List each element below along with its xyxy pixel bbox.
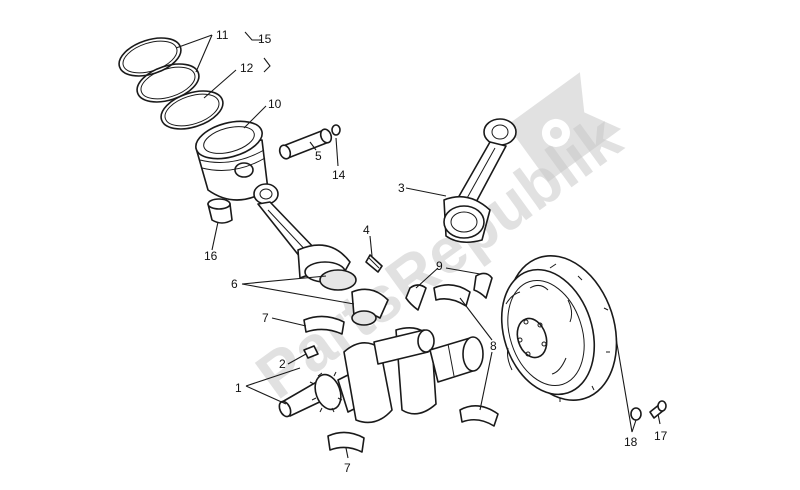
- piston: [195, 120, 269, 201]
- callout-10: 10: [268, 97, 282, 111]
- callout-15: 15: [258, 32, 272, 46]
- main-bearing-shell-lower: [327, 431, 365, 453]
- flywheel-washer: [630, 407, 642, 421]
- callout-3: 3: [398, 181, 405, 195]
- callout-5: 5: [315, 149, 322, 163]
- callout-9: 9: [436, 259, 443, 273]
- callout-17: 17: [654, 429, 668, 443]
- connecting-rod-left: [253, 183, 357, 291]
- callout-7-lower: 7: [344, 461, 351, 475]
- callout-12: 12: [240, 61, 254, 75]
- callout-labels: 11 15 12 10 5 14 3 16 4 6 7 9 8 2 1 7 18…: [204, 28, 668, 475]
- woodruff-key: [303, 345, 319, 359]
- callout-6: 6: [231, 277, 238, 291]
- callout-11: 11: [216, 28, 229, 42]
- piston-pin: [278, 128, 333, 160]
- crankshaft: [278, 327, 484, 424]
- connecting-rod-right: [443, 118, 517, 244]
- rod-bolt: [365, 254, 383, 273]
- piston-rings: [118, 37, 224, 130]
- big-end-cap: [351, 288, 389, 326]
- watermark-logo: [507, 72, 622, 182]
- callout-7-upper: 7: [262, 311, 269, 325]
- thrust-washers: [405, 272, 499, 427]
- callout-18: 18: [624, 435, 638, 449]
- callout-8: 8: [490, 339, 497, 353]
- callout-2: 2: [279, 357, 286, 371]
- small-end-bushing: [207, 198, 233, 224]
- callout-14: 14: [332, 168, 346, 182]
- main-bearing-shell-upper: [303, 315, 345, 335]
- flywheel: [500, 255, 618, 402]
- flywheel-bolt: [649, 400, 667, 419]
- gear-hub-icon: [549, 126, 562, 139]
- callout-16: 16: [204, 249, 218, 263]
- callout-4: 4: [363, 223, 370, 237]
- callout-1: 1: [235, 381, 242, 395]
- leader-lines: [175, 31, 661, 459]
- pin-clip: [331, 124, 341, 136]
